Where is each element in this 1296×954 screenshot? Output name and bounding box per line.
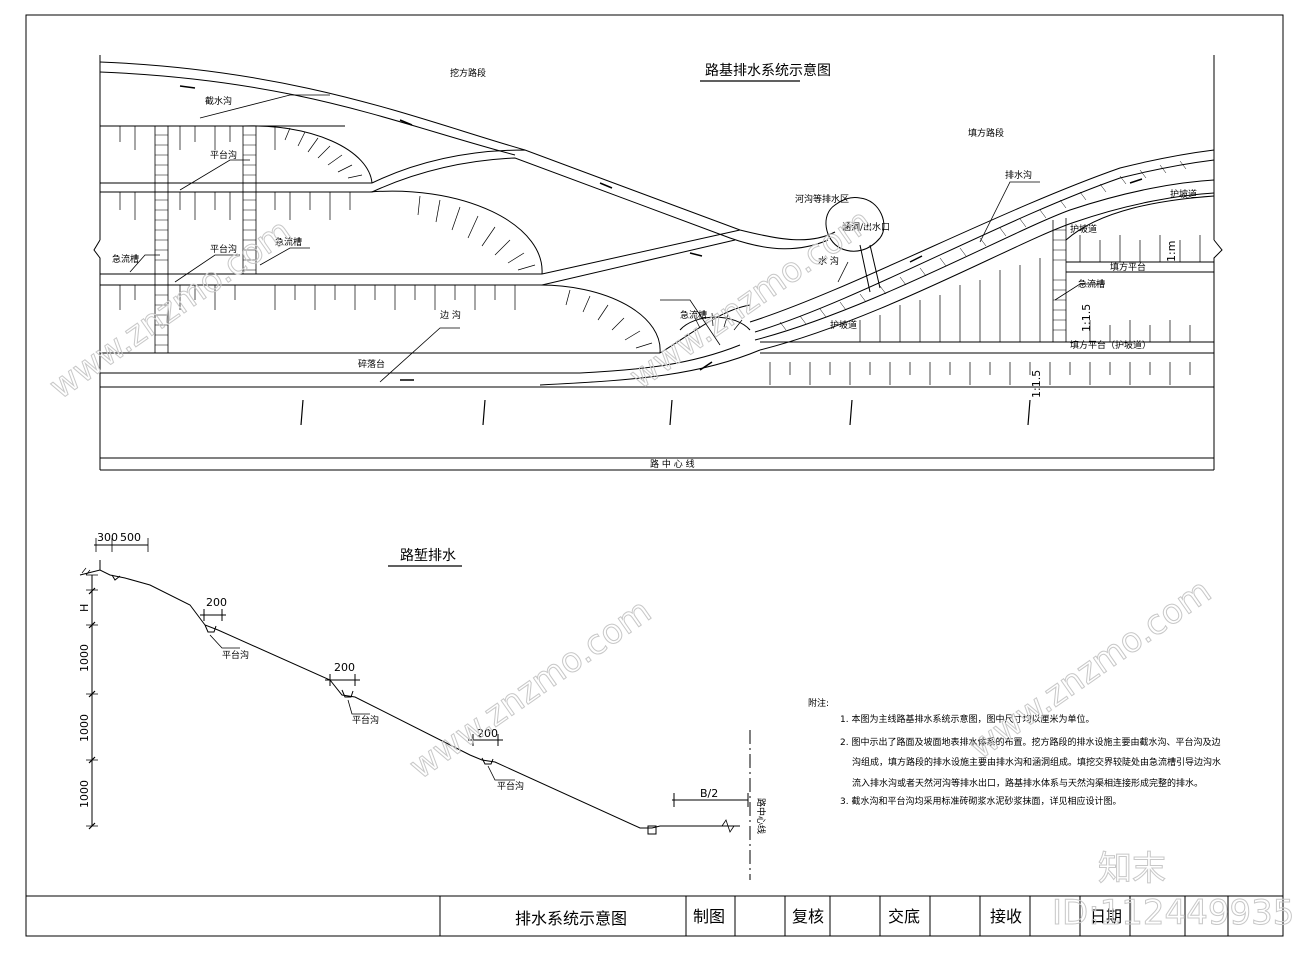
tb-receive: 接收 (990, 907, 1022, 926)
watermark-site-4: www.znzmo.com (622, 201, 878, 397)
chute-label-2: 急流槽 (275, 236, 302, 248)
watermark-brand: 知末 (1098, 849, 1166, 889)
outlet-label: 涵洞/出水口 (842, 221, 890, 233)
river-area-label: 河沟等排水区 (795, 193, 849, 205)
chute-label-4: 急流槽 (1078, 278, 1105, 290)
watermark-site-2: www.znzmo.com (402, 591, 658, 787)
dim-200-a: 200 (206, 596, 227, 609)
platform-ditch-label-1: 平台沟 (210, 149, 237, 161)
slope-foot-label-3: 护坡道 (1070, 223, 1097, 235)
dim-200-b: 200 (334, 661, 355, 674)
intercept-ditch-label: 截水沟 (205, 95, 232, 107)
road-center-label: 路中心线 (755, 798, 767, 834)
cut-section (79, 538, 751, 880)
dim-H: H (78, 604, 91, 612)
section-title: 路堑排水 (400, 548, 456, 564)
side-ditch-label: 边 沟 (440, 309, 461, 321)
fill-platform-label: 填方平台 (1110, 261, 1146, 273)
centerline-label: 路 中 心 线 (650, 458, 695, 470)
water-channel-label: 水 沟 (818, 255, 839, 267)
slope-115b-label: 1:1.5 (1030, 370, 1043, 398)
note-2a: 2. 图中示出了路面及坡面地表排水体系的布置。挖方路段的排水设施主要由截水沟、平… (840, 736, 1220, 748)
dim-1000-c: 1000 (78, 780, 91, 808)
watermark: 知末 ID:1124499357 www.znzmo.com www.znzmo… (42, 201, 1296, 934)
tb-check: 复核 (792, 907, 824, 926)
platform-ditch-label-2: 平台沟 (210, 243, 237, 255)
plan-title: 路基排水系统示意图 (705, 62, 831, 79)
platform-b-label: 平台沟 (352, 714, 379, 726)
slope-1m-label: 1:m (1165, 241, 1178, 262)
dim-500: 500 (120, 531, 141, 544)
tb-draw: 制图 (693, 907, 725, 926)
drawing-name: 排水系统示意图 (515, 909, 627, 928)
notes-heading: 附注: (808, 697, 829, 709)
chute-label-3: 急流槽 (680, 309, 707, 321)
tb-date: 日期 (1090, 907, 1122, 926)
dim-1000-b: 1000 (78, 714, 91, 742)
watermark-id: ID:1124499357 (1052, 893, 1296, 933)
dim-300: 300 (97, 531, 118, 544)
b-half-label: B/2 (700, 787, 718, 800)
watermark-site-1: www.znzmo.com (42, 211, 298, 407)
dim-1000-a: 1000 (78, 644, 91, 672)
platform-a-label: 平台沟 (222, 649, 249, 661)
note-3: 3. 截水沟和平台沟均采用标准砖砌浆水泥砂浆抹面，详见相应设计图。 (840, 795, 1121, 807)
dim-200-c: 200 (477, 727, 498, 740)
slope-foot-label-2: 护坡道 (830, 319, 857, 331)
plan-view (93, 55, 1223, 471)
rubble-platform-label: 碎落台 (358, 358, 385, 370)
platform-c-label: 平台沟 (497, 780, 524, 792)
slope-foot-label-1: 护坡道 (1170, 188, 1197, 200)
title-block (26, 895, 1283, 936)
outer-border (25, 14, 1284, 937)
fill-section-label: 填方路段 (968, 127, 1004, 139)
note-1: 1. 本图为主线路基排水系统示意图，图中尺寸均以厘米为单位。 (840, 713, 1094, 725)
cut-section-label: 挖方路段 (450, 67, 486, 79)
note-2c: 流入排水沟或者天然河沟等排水出口，路基排水体系与天然沟渠相连接形成完整的排水。 (852, 777, 1203, 789)
tb-submit: 交底 (888, 907, 920, 926)
slope-115a-label: 1:1.5 (1080, 304, 1093, 332)
note-2b: 沟组成，填方路段的排水设施主要由排水沟和涵洞组成。填挖交界较陡处由急流槽引导边沟… (852, 756, 1221, 768)
chute-label-1: 急流槽 (112, 253, 139, 265)
fill-platform-bottom-label: 填方平台（护坡道） (1070, 339, 1151, 351)
drain-ditch-label: 排水沟 (1005, 169, 1032, 181)
